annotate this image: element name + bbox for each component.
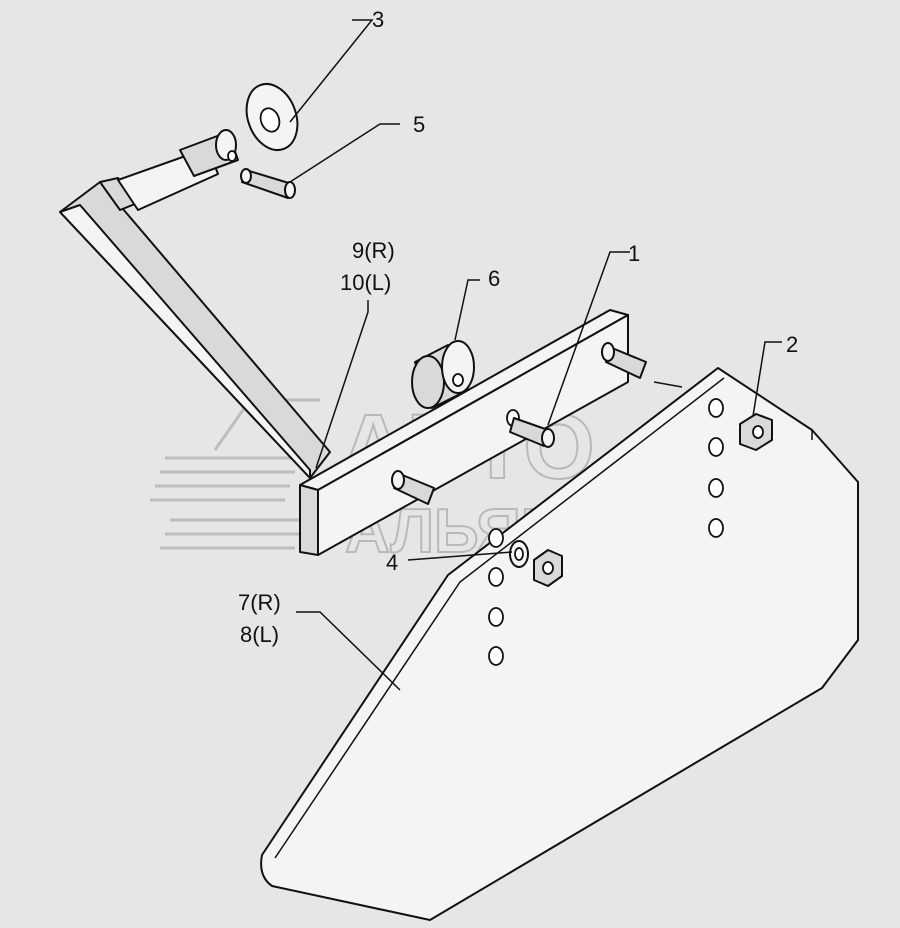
callout-3: 3 [372,7,384,32]
washer-part [509,540,529,568]
plate-hole [488,607,504,627]
washer-large-part [245,83,299,151]
plate-hole [708,478,724,498]
callout-6: 6 [488,266,500,291]
bolt-part [509,417,555,448]
callout-10-left: 10(L) [340,270,391,295]
plate-hole [708,398,724,418]
callout-7-right: 7(R) [238,590,281,615]
callout-2: 2 [786,332,798,357]
plate-hole [488,567,504,587]
plate-part [260,367,859,921]
callout-4: 4 [386,550,398,575]
callout-9-right: 9(R) [352,238,395,263]
plate-hole [708,518,724,538]
callout-8-left: 8(L) [240,622,279,647]
plate-hole [488,646,504,666]
plate-hole [708,437,724,457]
plate-hole [488,528,504,548]
pin-part [240,168,296,199]
bar-part [299,309,629,556]
buffer-part [411,340,475,409]
stud-part [391,342,647,505]
callout-5: 5 [413,112,425,137]
arm-part [59,129,331,479]
callout-1: 1 [628,241,640,266]
nut-part [533,413,773,587]
leader-lines [289,19,782,691]
